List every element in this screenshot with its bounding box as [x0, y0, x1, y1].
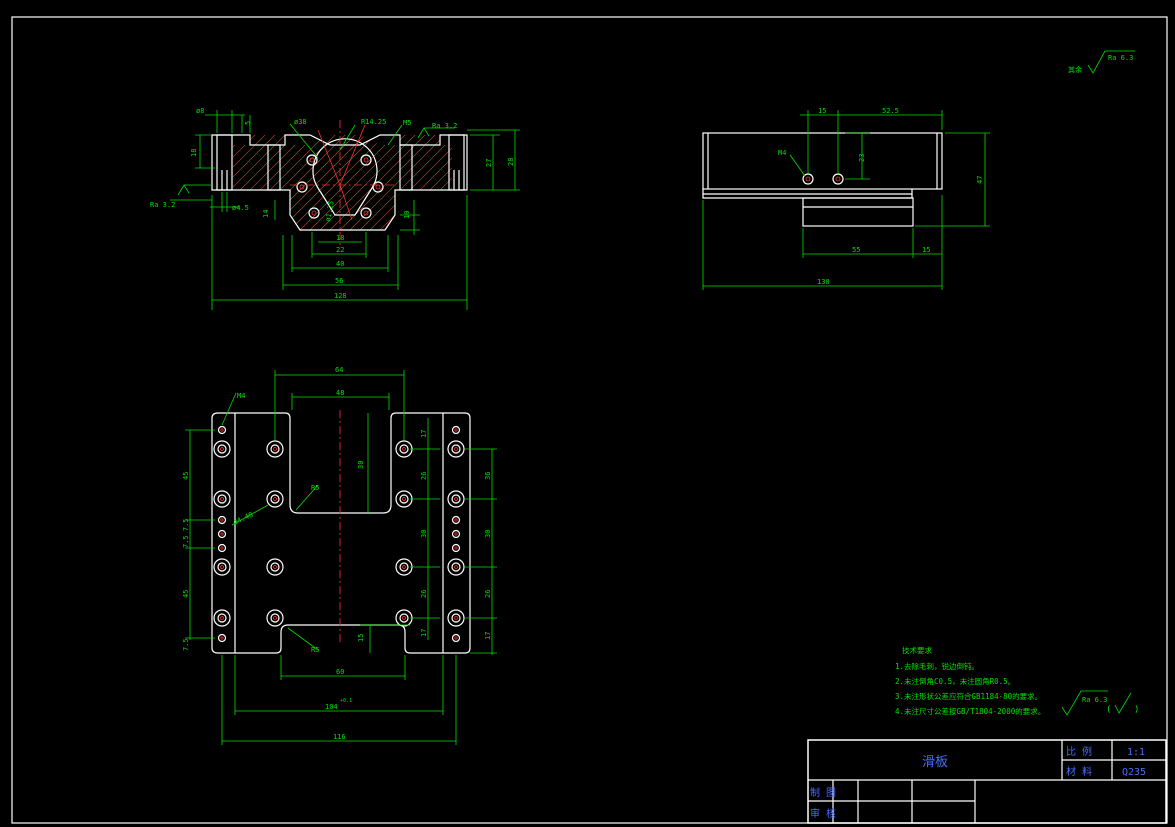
- plan-dim-17a: 17: [420, 430, 428, 438]
- dim-d8: ø8: [196, 107, 204, 115]
- plan-dim-116: 116: [333, 733, 346, 741]
- plan-view: [211, 410, 471, 654]
- checked-label: 审 核: [810, 807, 836, 820]
- material-label: 材 料: [1066, 765, 1092, 778]
- angle-label: ø1.25: [324, 200, 336, 222]
- side-dim-525: 52.5: [882, 107, 899, 115]
- notes-title: 技术要求: [902, 645, 932, 655]
- notes-line-1: 1.去除毛刺，锐边倒钝。: [895, 661, 979, 671]
- notes-line-2: 2.未注倒角C0.5，未注圆角R0.5。: [895, 676, 1015, 686]
- roughness-general-label: 其余: [1068, 65, 1082, 74]
- plan-m4: M4: [237, 392, 245, 400]
- dim-r14: R14.25: [361, 118, 386, 126]
- dim-56: 56: [335, 277, 343, 285]
- section-view: [211, 120, 468, 245]
- dim-28: 28: [507, 158, 515, 166]
- plan-dim-60: 60: [336, 668, 344, 676]
- side-dim-15: 15: [818, 107, 826, 115]
- dim-22: 22: [336, 246, 344, 254]
- plan-dim-104: 104: [325, 703, 338, 711]
- side-dim-130: 130: [817, 278, 830, 286]
- dim-40: 40: [336, 260, 344, 268]
- dim-10: 10: [403, 211, 411, 219]
- drawn-label: 制 图: [810, 786, 836, 799]
- plan-left-45b: 45: [182, 590, 190, 598]
- side-view: 15 52.5 23 M4 47 55 15 130: [702, 107, 990, 290]
- plan-r5: R5: [311, 484, 319, 492]
- plan-dim-30b: 30: [484, 530, 492, 538]
- plan-tol: +0.1: [340, 698, 352, 704]
- roughness-top: Ra 3.2: [432, 122, 457, 130]
- plan-left-75b: 7.5: [182, 638, 190, 651]
- section-outline: [211, 134, 468, 231]
- plan-dim-48: 48: [336, 389, 344, 397]
- plan-dim-36a: 36: [484, 472, 492, 480]
- plan-dim-26b: 26: [420, 590, 428, 598]
- bore-arc: [312, 138, 378, 216]
- side-m4: M4: [778, 149, 786, 157]
- roughness-bottom-value: Ra 6.3: [1082, 696, 1107, 704]
- part-name: 滑板: [922, 755, 948, 770]
- dim-27: 27: [485, 159, 493, 167]
- notes-line-3: 3.未注形状公差应符合GB1184-80的要求。: [895, 691, 1042, 701]
- roughness-left: Ra 3.2: [150, 201, 175, 209]
- plan-dim-26c: 26: [484, 590, 492, 598]
- side-dim-55: 55: [852, 246, 860, 254]
- dim-14: 14: [262, 210, 270, 218]
- plan-holes: [213, 425, 465, 643]
- plan-outline: [211, 412, 471, 654]
- roughness-symbol-general: 其余 Ra 6.3: [1068, 50, 1135, 74]
- plan-dimensions: 64 48 30 R5 R5 15 60 104 +0.1 116 M4 ø4.…: [182, 366, 497, 745]
- plan-r5b: R5: [311, 646, 319, 654]
- title-block: 滑板 比 例 1:1 材 料 Q235 制 图 审 核: [807, 739, 1167, 824]
- plan-left-45a: 45: [182, 472, 190, 480]
- side-dim-47: 47: [976, 176, 984, 184]
- dim-d38: ø38: [294, 118, 307, 126]
- plan-dim-64: 64: [335, 366, 343, 374]
- plan-dim-30a: 30: [420, 530, 428, 538]
- plan-dim-17c: 17: [484, 632, 492, 640]
- plan-left-75: 7.5 7.5: [182, 518, 190, 548]
- dim-18-left: 18: [190, 149, 198, 157]
- side-dim-15b: 15: [922, 246, 930, 254]
- notes-line-4: 4.未注尺寸公差按GB/T1804-2000的要求。: [895, 706, 1045, 716]
- roughness-general-value: Ra 6.3: [1108, 54, 1133, 62]
- roughness-symbol-bottom: Ra 6.3 ( ): [1061, 690, 1139, 716]
- roughness-paren-open: (: [1106, 705, 1111, 715]
- plan-dim-26a: 26: [420, 472, 428, 480]
- side-dim-23: 23: [858, 154, 866, 162]
- roughness-paren-close: ): [1134, 705, 1139, 715]
- scale-label: 比 例: [1066, 745, 1092, 758]
- material-value: Q235: [1122, 767, 1146, 778]
- technical-notes: 技术要求 1.去除毛刺，锐边倒钝。 2.未注倒角C0.5，未注圆角R0.5。 3…: [895, 645, 1045, 716]
- drawing-border: [11, 16, 1168, 824]
- scale-value: 1:1: [1127, 747, 1145, 758]
- dim-128: 128: [334, 292, 347, 300]
- plan-dim-17b: 17: [420, 629, 428, 637]
- dim-5: 5: [244, 121, 252, 125]
- plan-dim-15: 15: [357, 634, 365, 642]
- section-hatch: [233, 135, 452, 230]
- section-dimensions: 128 56 40 22 18 ø1.25 27 28 18 ø8 5 ø4.5…: [150, 107, 520, 310]
- dim-d45: ø4.5: [232, 204, 249, 212]
- dim-m5: M5: [403, 119, 411, 127]
- dim-18: 18: [336, 234, 344, 242]
- plan-dim-30: 30: [357, 461, 365, 469]
